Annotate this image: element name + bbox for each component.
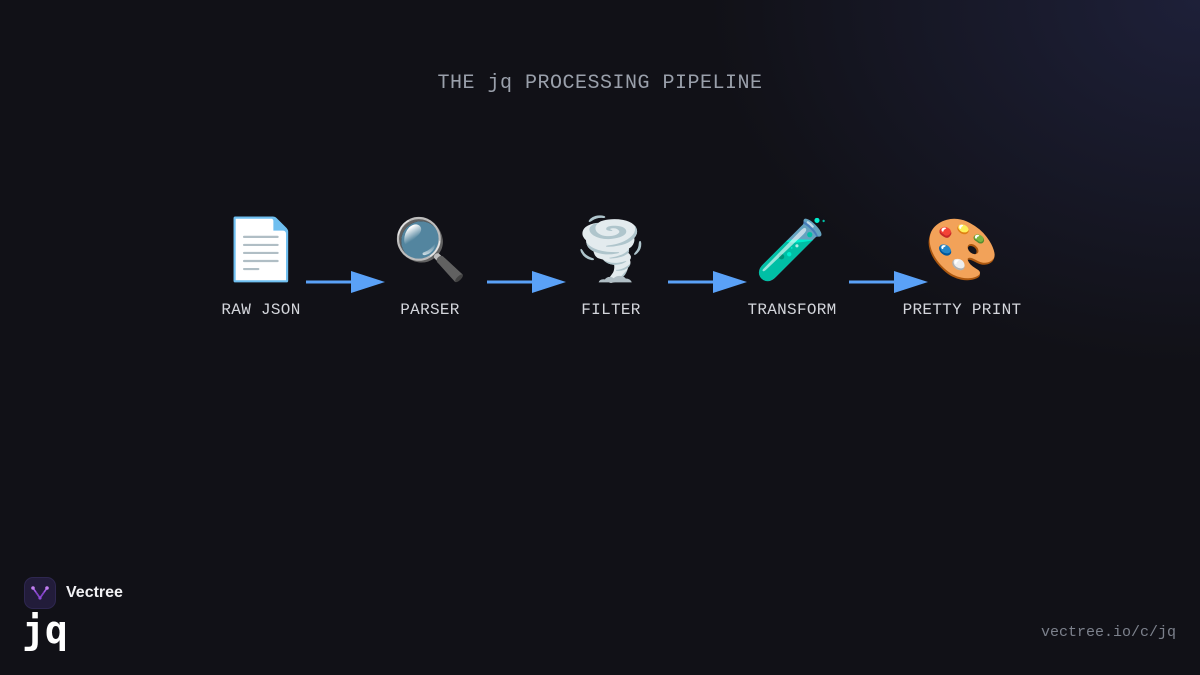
step-raw-json: 📄 RAW JSON: [171, 210, 351, 319]
brand-name: Vectree: [66, 584, 123, 601]
page-title: THE jq PROCESSING PIPELINE: [437, 72, 763, 95]
document-icon: 📄: [223, 215, 299, 285]
step-label: TRANSFORM: [747, 301, 837, 319]
step-pretty-print: 🎨 PRETTY PRINT: [872, 210, 1052, 319]
step-label: PARSER: [400, 301, 460, 319]
magnifier-icon: 🔍: [392, 215, 468, 285]
site-url[interactable]: vectree.io/c/jq: [1040, 624, 1176, 641]
step-parser: 🔍 PARSER: [340, 210, 520, 319]
step-label: RAW JSON: [221, 301, 301, 319]
step-label: PRETTY PRINT: [902, 301, 1022, 319]
tornado-icon: 🌪️: [573, 215, 649, 285]
arrow-2: [487, 271, 566, 293]
step-label: FILTER: [581, 301, 641, 319]
arrow-3: [668, 271, 747, 293]
arrow-1: [306, 271, 385, 293]
brand: Vectree: [24, 577, 123, 609]
product-name: jq: [22, 608, 68, 652]
palette-icon: 🎨: [924, 215, 1000, 285]
vectree-logo-icon: [24, 577, 56, 609]
arrow-4: [849, 271, 928, 293]
test-tube-icon: 🧪: [754, 215, 830, 285]
step-filter: 🌪️ FILTER: [521, 210, 701, 319]
step-transform: 🧪 TRANSFORM: [702, 210, 882, 319]
